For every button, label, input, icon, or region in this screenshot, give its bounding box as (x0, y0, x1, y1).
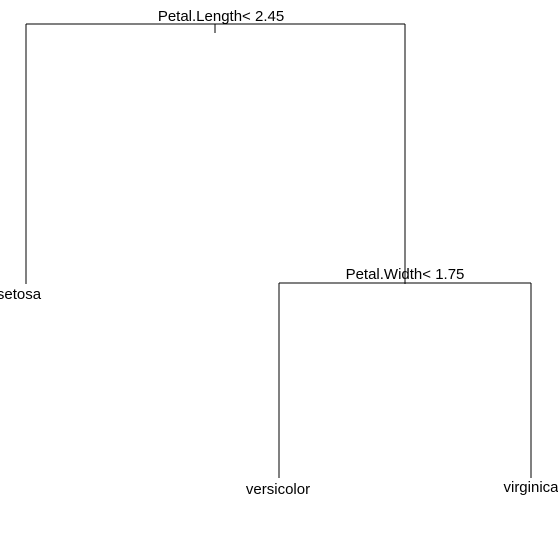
leaf-node-versicolor: versicolor (246, 481, 310, 498)
leaf-label-setosa: setosa (0, 286, 42, 303)
leaf-node-setosa: setosa (0, 286, 42, 303)
leaf-label-versicolor: versicolor (246, 481, 310, 498)
root-split-label: Petal.Length< 2.45 (158, 8, 284, 25)
root-split-node: Petal.Length< 2.45 (25, 8, 406, 284)
leaf-node-virginica: virginica (503, 479, 558, 496)
second-split-label: Petal.Width< 1.75 (346, 266, 465, 283)
leaf-label-virginica: virginica (503, 479, 558, 496)
second-split-node: Petal.Width< 1.75 (278, 266, 532, 478)
